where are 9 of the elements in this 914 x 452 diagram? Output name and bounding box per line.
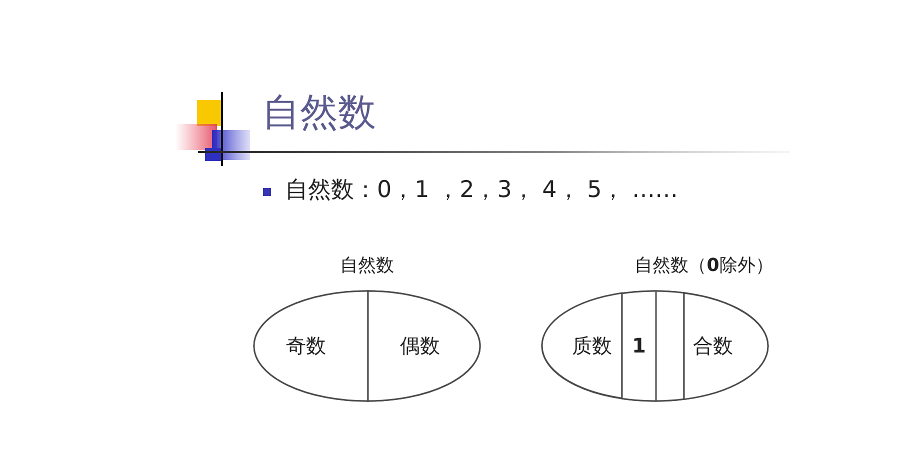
set-heading: 自然数 (340, 256, 394, 277)
slide-title: 自然数 (262, 91, 376, 135)
section-label: 质数 (572, 334, 612, 358)
set-heading: 自然数（0除外） (634, 256, 774, 277)
section-label: 偶数 (400, 334, 440, 358)
bullet-text: 自然数：0，1 ，2，3， 4， 5， …… (285, 177, 678, 204)
section-label: 1 (632, 334, 646, 358)
section-label: 奇数 (286, 334, 326, 358)
section-label: 合数 (693, 334, 733, 358)
